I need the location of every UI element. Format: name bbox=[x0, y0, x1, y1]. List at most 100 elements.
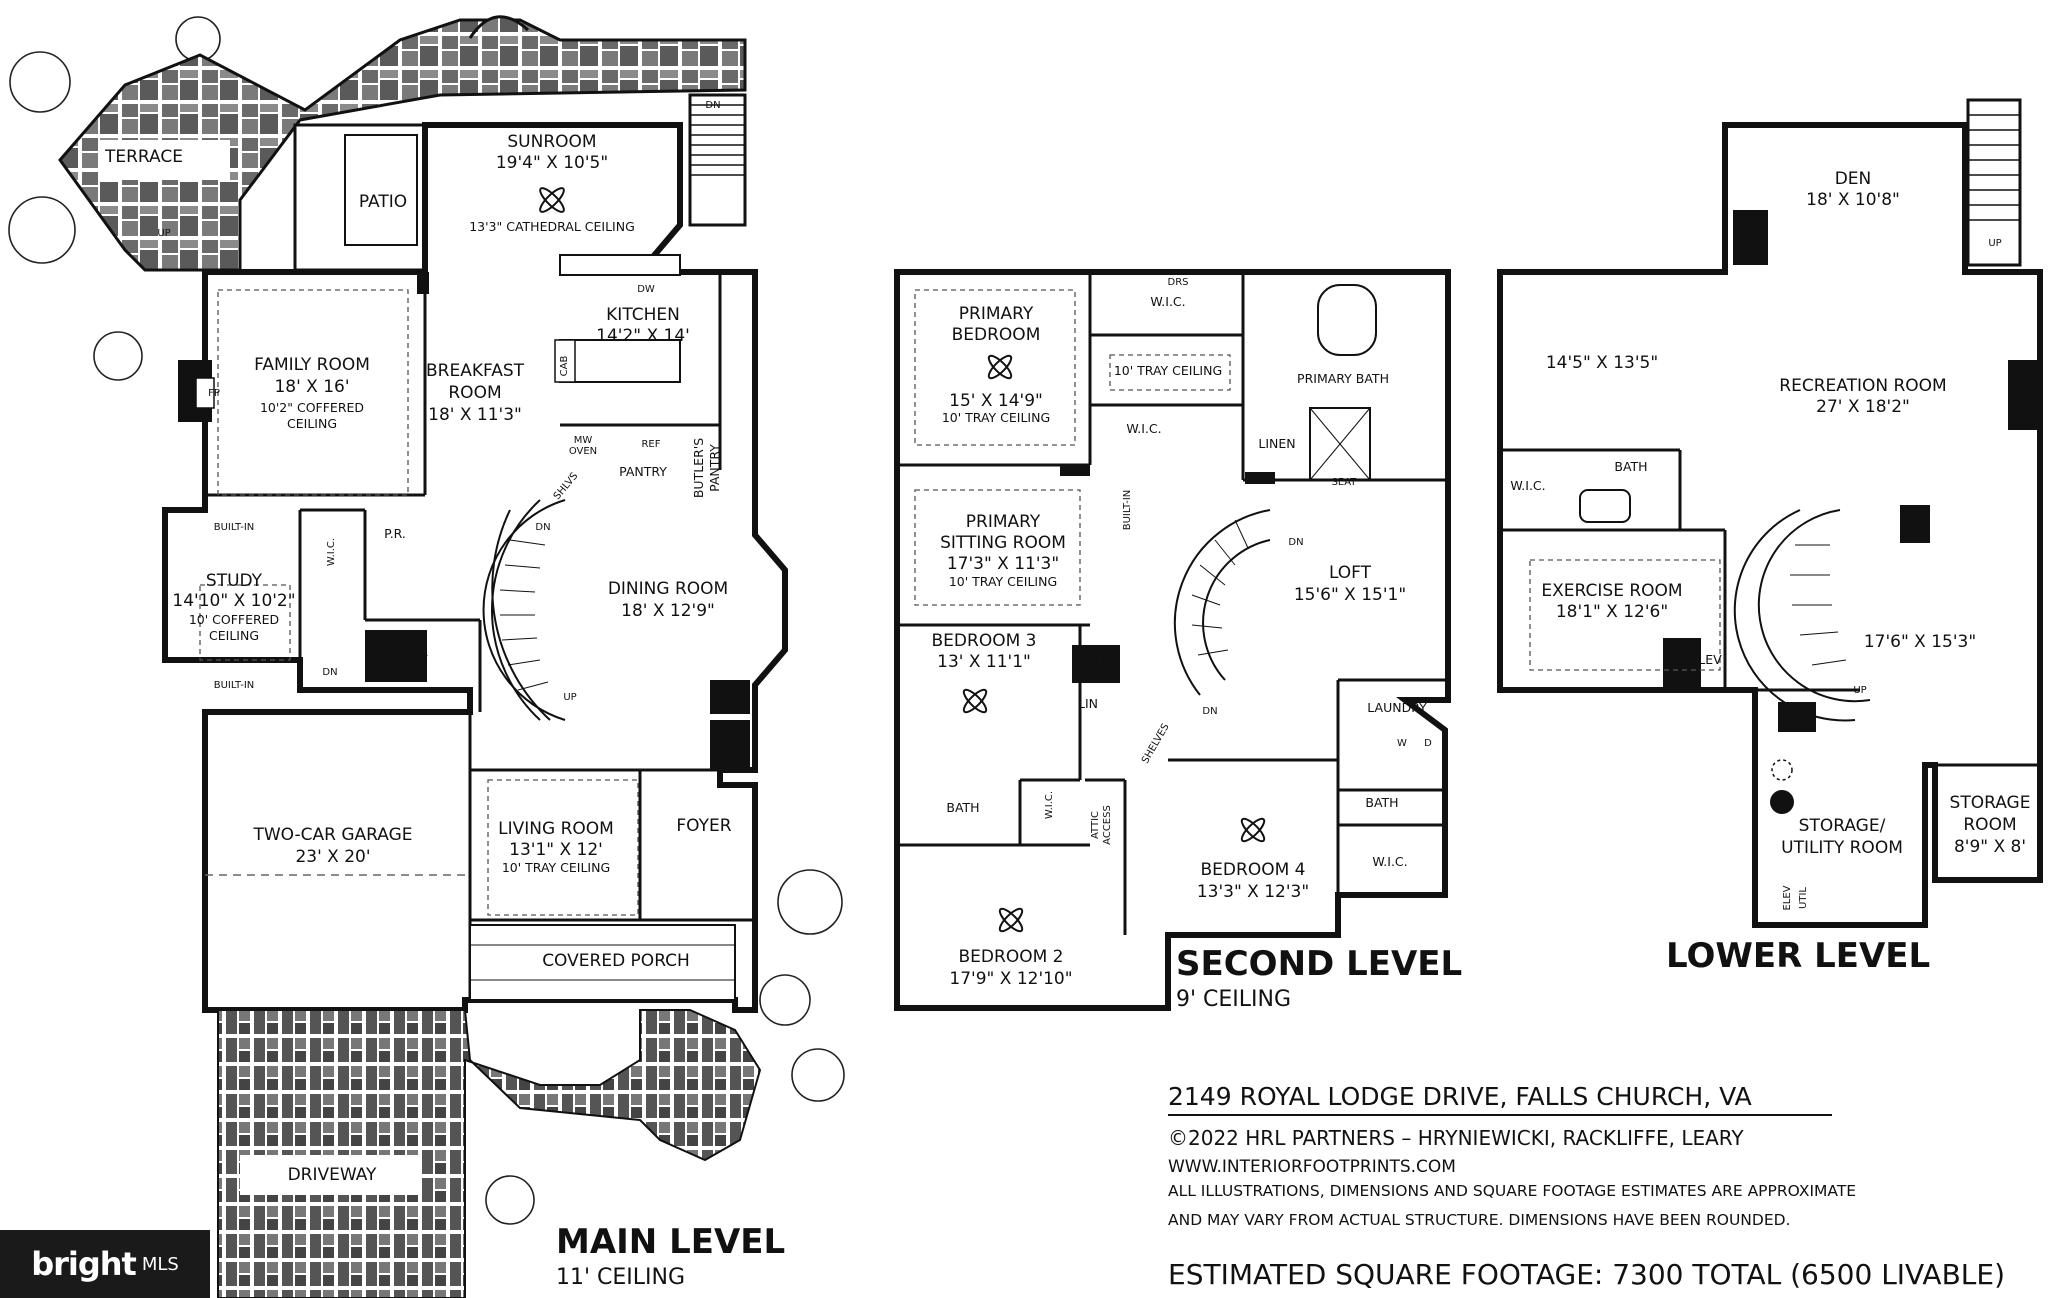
second-dn-bottom: DN bbox=[1202, 706, 1217, 717]
sitting-note: 10' TRAY CEILING bbox=[949, 574, 1057, 589]
primary-bath-label: PRIMARY BATH bbox=[1297, 371, 1389, 386]
study-built-in-bottom: BUILT-IN bbox=[214, 680, 255, 691]
main-level-ceiling: 11' CEILING bbox=[556, 1265, 685, 1290]
loft-name: LOFT bbox=[1329, 563, 1372, 583]
family-room-dims: 18' X 16' bbox=[274, 377, 349, 397]
storage-room-name2: ROOM bbox=[1963, 815, 2016, 835]
lower-up-stair: UP bbox=[1853, 685, 1866, 696]
dining-name: DINING ROOM bbox=[608, 579, 728, 599]
sitting-dims: 17'3" X 11'3" bbox=[947, 554, 1059, 574]
second-level-title: SECOND LEVEL bbox=[1176, 944, 1462, 984]
study-note1: 10' COFFERED bbox=[189, 612, 279, 627]
mls-watermark: bright MLS bbox=[0, 1230, 210, 1298]
primary-bedroom-name1: PRIMARY bbox=[959, 304, 1034, 324]
den-dims: 18' X 10'8" bbox=[1806, 190, 1900, 210]
property-address: 2149 ROYAL LODGE DRIVE, FALLS CHURCH, VA bbox=[1168, 1082, 1752, 1111]
lower-up-top: UP bbox=[1988, 238, 2001, 249]
shlvs-label: SHLVS bbox=[552, 471, 581, 502]
lin-label: LIN bbox=[1078, 696, 1098, 711]
recreation-name: RECREATION ROOM bbox=[1779, 376, 1946, 396]
storage-room-dims: 8'9" X 8' bbox=[1954, 837, 2026, 857]
main-elev-label: ELEV bbox=[396, 652, 428, 667]
second-wic-top: W.I.C. bbox=[1150, 294, 1185, 309]
primary-bedroom-name2: BEDROOM bbox=[952, 325, 1041, 345]
gas-fp-label2: FP bbox=[2012, 392, 2024, 403]
dining-dims: 18' X 12'9" bbox=[621, 601, 715, 621]
exercise-dims: 18'1" X 12'6" bbox=[1556, 602, 1668, 622]
laundry-label: LAUNDRY bbox=[1367, 700, 1427, 715]
bath-b4-label: BATH bbox=[1365, 795, 1398, 810]
dryer-label: D bbox=[1424, 738, 1432, 749]
second-wic-mid: W.I.C. bbox=[1126, 421, 1161, 436]
exercise-name: EXERCISE ROOM bbox=[1541, 581, 1682, 601]
study-note2: CEILING bbox=[209, 628, 259, 643]
info-divider bbox=[1168, 1114, 1832, 1116]
lower-room-dims: 14'5" X 13'5" bbox=[1546, 353, 1658, 373]
garage-name: TWO-CAR GARAGE bbox=[252, 825, 412, 845]
main-level-labels: TERRACE UP DN PATIO SUNROOM 19'4" X 10'5… bbox=[104, 100, 785, 1290]
main-dn-stair-label: DN bbox=[535, 522, 550, 533]
ceiling-fan-icon bbox=[539, 187, 565, 213]
kitchen-dw-label: DW bbox=[637, 284, 655, 295]
copyright-line: ©2022 HRL PARTNERS – HRYNIEWICKI, RACKLI… bbox=[1168, 1126, 1744, 1150]
lower-elev-label: ELEV bbox=[1690, 652, 1722, 667]
elev-util-label2: UTIL bbox=[1798, 887, 1809, 909]
living-note: 10' TRAY CEILING bbox=[502, 860, 610, 875]
storage-utility-name1: STORAGE/ bbox=[1799, 816, 1886, 836]
second-level-ceiling: 9' CEILING bbox=[1176, 987, 1291, 1012]
second-elev-label: ELEV bbox=[1087, 651, 1119, 666]
gas-fp-label1: GAS bbox=[2008, 380, 2029, 391]
terrace-label: TERRACE bbox=[104, 147, 183, 167]
bedroom2-dims: 17'9" X 12'10" bbox=[949, 969, 1072, 989]
disclaimer-line2: AND MAY VARY FROM ACTUAL STRUCTURE. DIME… bbox=[1168, 1211, 1791, 1229]
storage-room-name1: STORAGE bbox=[1950, 793, 2031, 813]
sunroom-name: SUNROOM bbox=[507, 132, 596, 152]
main-dn-top-label: DN bbox=[705, 100, 720, 111]
watermark-brand: bright bbox=[31, 1245, 137, 1283]
sunroom-dims: 19'4" X 10'5" bbox=[496, 153, 608, 173]
primary-bedroom-dims: 15' X 14'9" bbox=[949, 391, 1043, 411]
main-level-plan bbox=[8, 15, 845, 1298]
butlers-pantry-label2: PANTRY bbox=[707, 444, 722, 492]
storage-utility-name2: UTILITY ROOM bbox=[1781, 838, 1903, 858]
main-wic-label: W.I.C. bbox=[326, 538, 337, 566]
driveway-label: DRIVEWAY bbox=[288, 1165, 377, 1185]
attic-access2: ACCESS bbox=[1102, 805, 1113, 845]
loft-dims: 15'6" X 15'1" bbox=[1294, 585, 1406, 605]
lower-bath-label: BATH bbox=[1614, 459, 1647, 474]
tree-icons bbox=[8, 16, 845, 1225]
sitting-name1: PRIMARY bbox=[966, 512, 1041, 532]
square-footage: ESTIMATED SQUARE FOOTAGE: 7300 TOTAL (65… bbox=[1168, 1258, 2005, 1291]
living-dims: 13'1" X 12' bbox=[509, 840, 603, 860]
second-dn-top: DN bbox=[1288, 537, 1303, 548]
family-room-note2: CEILING bbox=[287, 416, 337, 431]
lower-level-title: LOWER LEVEL bbox=[1666, 936, 1930, 976]
bedroom4-dims: 13'3" X 12'3" bbox=[1197, 882, 1309, 902]
breakfast-dims: 18' X 11'3" bbox=[428, 405, 522, 425]
foyer-label: FOYER bbox=[676, 816, 731, 836]
watermark-suffix: MLS bbox=[141, 1253, 179, 1275]
recreation-dims: 27' X 18'2" bbox=[1816, 397, 1910, 417]
study-built-in-top: BUILT-IN bbox=[214, 522, 255, 533]
pantry-label: PANTRY bbox=[619, 464, 667, 479]
primary-bedroom-note: 10' TRAY CEILING bbox=[942, 410, 1050, 425]
shelves-label: SHELVES bbox=[1140, 722, 1172, 766]
breakfast-name2: ROOM bbox=[448, 383, 501, 403]
mw-oven-label1: MW bbox=[574, 435, 593, 446]
lower-wic-label: W.I.C. bbox=[1510, 478, 1545, 493]
disclaimer-line1: ALL ILLUSTRATIONS, DIMENSIONS AND SQUARE… bbox=[1168, 1182, 1857, 1200]
second-tray-ceiling: 10' TRAY CEILING bbox=[1114, 363, 1222, 378]
family-room-fp-label: FP bbox=[208, 388, 220, 399]
website-link[interactable]: WWW.INTERIORFOOTPRINTS.COM bbox=[1168, 1157, 1456, 1177]
mw-oven-label2: OVEN bbox=[569, 446, 597, 457]
bedroom3-dims: 13' X 11'1" bbox=[937, 652, 1031, 672]
bath-b3-label: BATH bbox=[946, 800, 979, 815]
second-wic-b4: W.I.C. bbox=[1372, 854, 1407, 869]
second-built-in-label: BUILT-IN bbox=[1122, 490, 1133, 531]
living-name: LIVING ROOM bbox=[498, 819, 614, 839]
main-up-label: UP bbox=[157, 228, 170, 239]
lower-level-plan bbox=[1497, 98, 2043, 928]
elev-util-label1: ELEV bbox=[1782, 885, 1793, 910]
seat-label: SEAT bbox=[1332, 477, 1358, 488]
lower-level-labels: DEN 18' X 10'8" UP 14'5" X 13'5" RECREAT… bbox=[1510, 169, 2030, 976]
